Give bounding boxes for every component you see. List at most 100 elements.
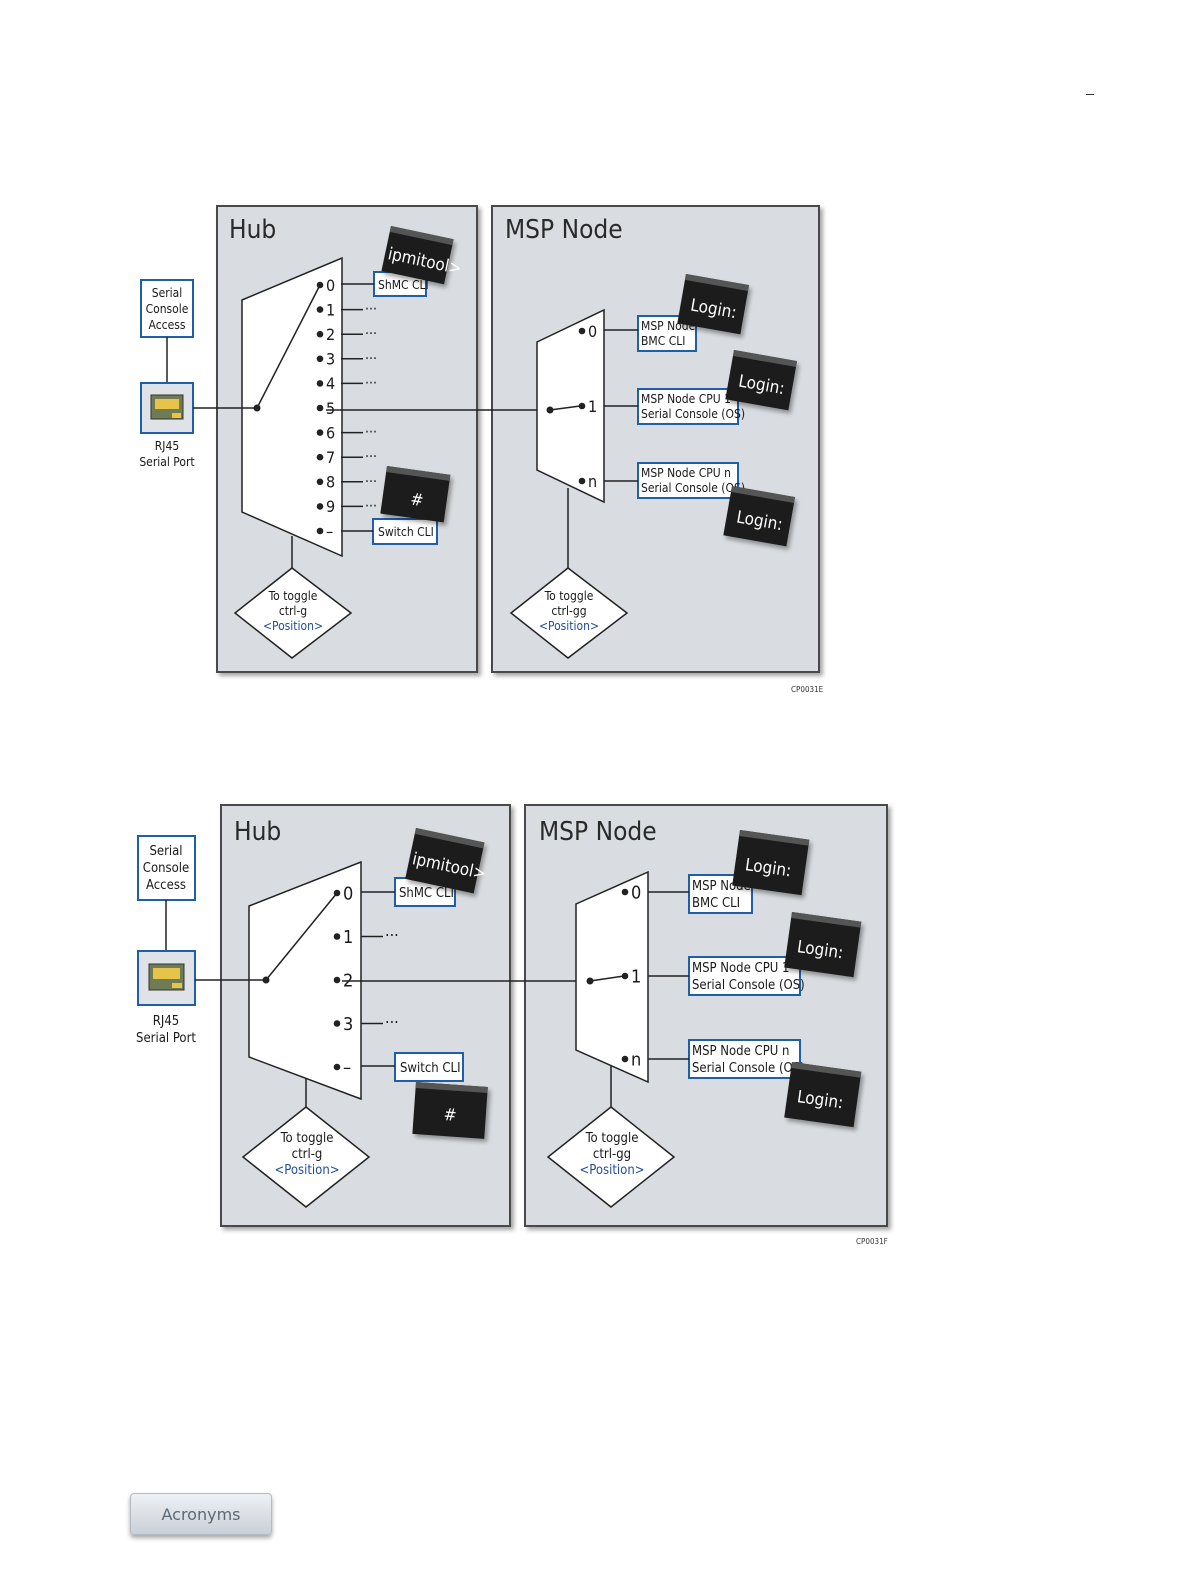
port-dot bbox=[316, 429, 324, 436]
serial-console-l2: Console bbox=[143, 861, 189, 876]
rj45-port-icon bbox=[140, 382, 194, 434]
port-dot bbox=[333, 976, 341, 984]
login-terminal-icon-2: Login: bbox=[725, 350, 798, 411]
port-label: 1 bbox=[631, 966, 641, 987]
login-terminal-icon-2: Login: bbox=[784, 912, 862, 978]
msp-bmc-l2: BMC CLI bbox=[641, 334, 685, 348]
port-label: – bbox=[326, 522, 333, 541]
port-label: 8 bbox=[326, 473, 335, 492]
rj45-l2: Serial Port bbox=[139, 455, 194, 469]
rj45-l1: RJ45 bbox=[155, 439, 179, 453]
hub-toggle-diamond bbox=[233, 567, 353, 659]
msp-cpu1-l2: Serial Console (OS) bbox=[692, 978, 805, 993]
port-label: n bbox=[588, 472, 597, 491]
port-dot bbox=[333, 889, 341, 897]
hub-toggle-l3: <Position> bbox=[274, 1163, 339, 1178]
msp-toggle-l3: <Position> bbox=[539, 619, 599, 633]
hub-title: Hub bbox=[234, 817, 281, 847]
port-label: 2 bbox=[326, 325, 335, 344]
serial-console-l1: Serial bbox=[149, 844, 182, 859]
port-label: n bbox=[631, 1049, 641, 1070]
msp-bmc-l2: BMC CLI bbox=[692, 896, 740, 911]
port-dot bbox=[316, 478, 324, 486]
port-dot bbox=[316, 503, 324, 510]
login-terminal-icon-1: Login: bbox=[677, 274, 750, 335]
switch-cli-box bbox=[372, 518, 438, 545]
switch-cli-box bbox=[394, 1052, 464, 1082]
serial-console-l3: Access bbox=[149, 318, 186, 332]
msp-toggle-l1: To toggle bbox=[585, 1131, 639, 1146]
rj45-port-icon bbox=[137, 950, 196, 1006]
hub-mux bbox=[248, 860, 362, 1101]
rj45-l2: Serial Port bbox=[136, 1031, 196, 1046]
figure-id: CP0031E bbox=[791, 685, 824, 694]
login-terminal-icon-3: Login: bbox=[784, 1062, 862, 1128]
port-dot bbox=[621, 1055, 629, 1063]
port-label: 7 bbox=[326, 448, 335, 467]
hub-ports: 01···2···3···4···56···7···8···9···– bbox=[316, 276, 377, 541]
switch-cli-label: Switch CLI bbox=[378, 525, 434, 539]
ellipsis: ··· bbox=[365, 302, 377, 318]
serial-console-l3: Access bbox=[146, 878, 186, 893]
port-dot bbox=[621, 888, 629, 896]
ellipsis: ··· bbox=[365, 326, 377, 342]
port-label: 3 bbox=[326, 350, 335, 369]
msp-toggle-diamond bbox=[546, 1106, 676, 1208]
ellipsis: ··· bbox=[385, 1013, 399, 1032]
hash-text: # bbox=[443, 1105, 457, 1126]
msp-cpun-l2: Serial Console (OS) bbox=[641, 481, 745, 495]
msp-cpu1-box bbox=[688, 956, 801, 996]
hub-toggle-l3: <Position> bbox=[263, 619, 323, 633]
port-dot bbox=[333, 1063, 341, 1071]
msp-cpu1-l1: MSP Node CPU 1 bbox=[692, 961, 789, 976]
msp-title: MSP Node bbox=[539, 817, 657, 847]
msp-cpun-box bbox=[637, 462, 739, 499]
msp-mux bbox=[575, 870, 649, 1084]
hub-toggle-l1: To toggle bbox=[280, 1131, 334, 1146]
port-label: 6 bbox=[326, 423, 335, 442]
port-label: 4 bbox=[326, 374, 335, 393]
serial-console-l1: Serial bbox=[152, 286, 183, 300]
switch-terminal-icon: # bbox=[380, 466, 451, 523]
serial-console-box bbox=[140, 279, 194, 338]
port-dot bbox=[316, 404, 324, 412]
acronyms-button[interactable]: Acronyms bbox=[130, 1493, 272, 1535]
diagram-1: Hub MSP Node Serial Console Access RJ45 … bbox=[139, 205, 824, 694]
port-label: 0 bbox=[326, 276, 335, 295]
port-dot bbox=[316, 330, 324, 338]
ellipsis: ··· bbox=[385, 926, 399, 945]
msp-ports: 01n bbox=[578, 322, 597, 491]
port-dot bbox=[333, 933, 341, 940]
msp-cpun-l1: MSP Node CPU n bbox=[641, 466, 731, 480]
msp-title: MSP Node bbox=[505, 215, 623, 245]
msp-cpu1-l1: MSP Node CPU 1 bbox=[641, 392, 731, 406]
port-label: 1 bbox=[588, 397, 597, 416]
rj45-l1: RJ45 bbox=[153, 1014, 179, 1029]
ellipsis: ··· bbox=[365, 449, 377, 465]
hub-switch-arm bbox=[265, 892, 338, 981]
serial-console-l2: Console bbox=[146, 302, 189, 316]
port-dot bbox=[621, 972, 629, 980]
msp-toggle-diamond bbox=[509, 567, 629, 659]
port-label: 9 bbox=[326, 497, 335, 516]
ellipsis: ··· bbox=[365, 498, 377, 514]
ipmitool-terminal-icon: ipmitool> bbox=[405, 828, 488, 894]
port-label: 3 bbox=[343, 1014, 353, 1035]
hub-toggle-l2: ctrl-g bbox=[279, 604, 307, 618]
msp-toggle-l2: ctrl-gg bbox=[593, 1147, 631, 1162]
msp-ports: 01n bbox=[621, 882, 641, 1070]
ipmitool-terminal-icon: ipmitool> bbox=[381, 226, 463, 285]
ellipsis: ··· bbox=[365, 351, 377, 367]
login-terminal-icon-1: Login: bbox=[732, 830, 810, 896]
port-dot bbox=[578, 327, 586, 335]
ellipsis: ··· bbox=[365, 425, 377, 441]
shmc-cli-label: ShMC CLI bbox=[399, 886, 454, 901]
ellipsis: ··· bbox=[365, 474, 377, 490]
hub-toggle-l1: To toggle bbox=[268, 589, 318, 603]
port-dot bbox=[316, 355, 324, 363]
hub-title: Hub bbox=[229, 215, 276, 245]
port-dot bbox=[316, 281, 324, 289]
msp-cpun-l1: MSP Node CPU n bbox=[692, 1044, 789, 1059]
port-dot bbox=[578, 402, 586, 410]
